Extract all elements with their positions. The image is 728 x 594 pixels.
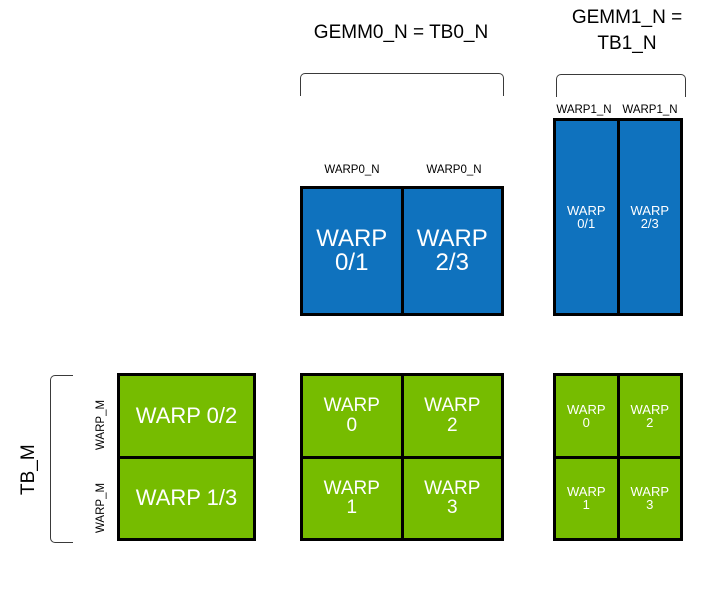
gemm1-title: GEMM1_N = TB1_N (571, 7, 683, 54)
gemm0-blue-cell-1[interactable]: WARP 2/3 (403, 189, 501, 313)
gemm1-col-label-1: WARP1_N (622, 104, 678, 116)
gemm1-blue-cell-1[interactable]: WARP 2/3 (619, 121, 680, 313)
gemm0-span-bracket (300, 73, 504, 96)
warp-m-label-1: WARP_M (95, 482, 107, 533)
gemm0-title: GEMM0_N = TB0_N (313, 22, 489, 43)
green-middle-cell-0[interactable]: WARP 0 (303, 376, 401, 456)
green-middle-cell-1[interactable]: WARP 2 (403, 376, 501, 456)
gemm1-blue-block: WARP 0/1 WARP 2/3 (553, 118, 683, 316)
gemm1-span-bracket (556, 74, 686, 97)
gemm0-blue-cell-0[interactable]: WARP 0/1 (303, 189, 401, 313)
green-right-block: WARP 0 WARP 2 WARP 1 WARP 3 (553, 373, 683, 541)
green-right-cell-0[interactable]: WARP 0 (556, 376, 617, 456)
gemm0-blue-block: WARP 0/1 WARP 2/3 (300, 186, 504, 316)
green-right-cell-2[interactable]: WARP 1 (556, 458, 617, 538)
green-left-block: WARP 0/2 WARP 1/3 (117, 373, 256, 541)
tb-m-label: TB_M (18, 444, 39, 495)
warp-m-label-0: WARP_M (95, 399, 107, 450)
gemm1-col-label-0: WARP1_N (556, 104, 612, 116)
green-middle-cell-2[interactable]: WARP 1 (303, 458, 401, 538)
green-right-cell-1[interactable]: WARP 2 (619, 376, 680, 456)
gemm0-col-label-1: WARP0_N (426, 164, 482, 176)
tb-m-bracket (50, 375, 73, 543)
gemm1-blue-cell-0[interactable]: WARP 0/1 (556, 121, 617, 313)
green-left-cell-0[interactable]: WARP 0/2 (120, 376, 253, 456)
gemm0-col-label-0: WARP0_N (324, 164, 380, 176)
green-middle-block: WARP 0 WARP 2 WARP 1 WARP 3 (300, 373, 504, 541)
green-middle-cell-3[interactable]: WARP 3 (403, 458, 501, 538)
green-left-cell-1[interactable]: WARP 1/3 (120, 458, 253, 538)
green-right-cell-3[interactable]: WARP 3 (619, 458, 680, 538)
